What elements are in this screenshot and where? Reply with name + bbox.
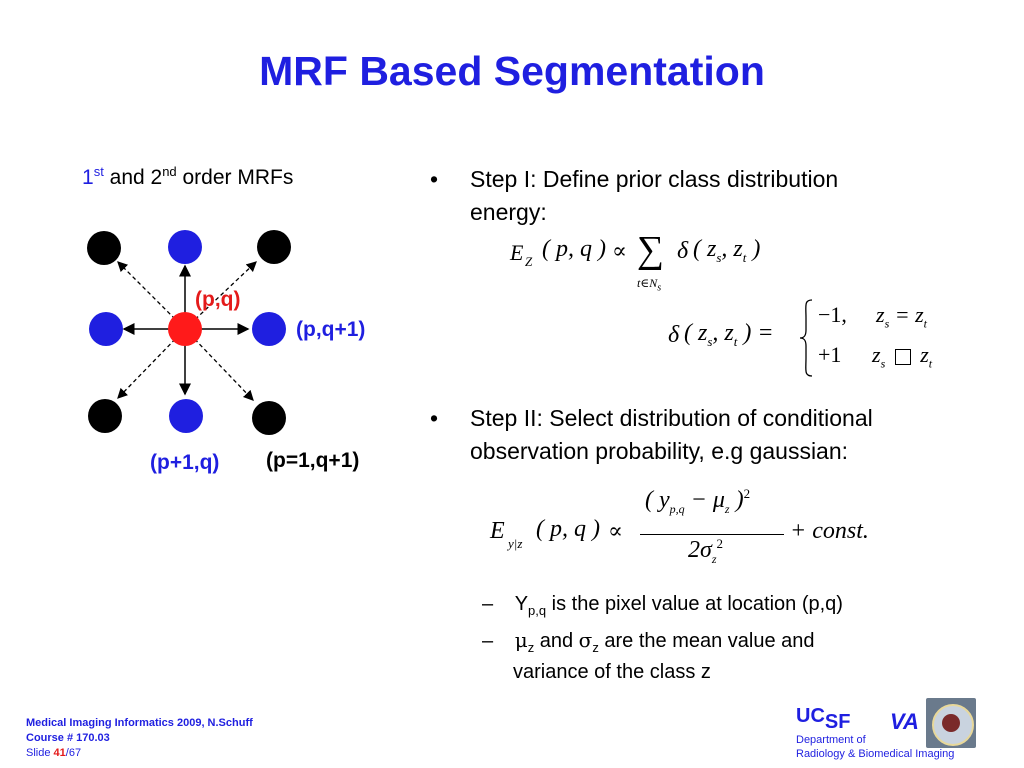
footer: Medical Imaging Informatics 2009, N.Schu…: [26, 716, 253, 761]
sub-bullet-mean-variance-line2: variance of the class z: [513, 661, 711, 683]
eq1-sum: ∑: [637, 229, 665, 271]
node-right: [252, 312, 286, 346]
sub-bullet-pixel-value: – Yp,q is the pixel value at location (p…: [482, 593, 843, 618]
footer-line2: Course # 170.03: [26, 732, 110, 744]
caption-mid: and 2: [103, 166, 163, 189]
label-bottom: (p+1,q): [150, 451, 220, 474]
eq3-denominator: 2σz2: [688, 536, 724, 566]
eq3-prop: ∝: [608, 518, 623, 543]
bullet-text-line1: Step II: Select distribution of conditio…: [470, 405, 873, 431]
eq2-case1-cond: zs = zt: [876, 302, 927, 331]
eq2-case2-value: +1: [818, 342, 842, 367]
eq1-delta: δ: [677, 238, 689, 264]
node-top-right: [257, 230, 291, 264]
ucsf-logo: UCSF: [796, 705, 851, 733]
eq3-args: ( p, q ): [536, 516, 600, 542]
bullet-text-line2: energy:: [470, 199, 547, 225]
node-bottom-right: [252, 401, 286, 435]
node-center: [168, 312, 202, 346]
eq3-lhs-sub: y|z: [508, 536, 523, 551]
eq1-rhs: ( zs, zt ): [693, 236, 761, 265]
missing-glyph-icon: [894, 348, 911, 365]
department-name: Department of Radiology & Biomedical Ima…: [796, 734, 955, 760]
bullet-text-line2: observation probability, e.g gaussian:: [470, 438, 849, 464]
eq1-args: ( p, q ): [542, 236, 606, 262]
bullet-marker: •: [430, 405, 439, 431]
caption-first-sup: st: [93, 164, 104, 179]
slide-number: Slide 41/67: [26, 747, 82, 759]
eq1-lhs: E: [510, 240, 524, 265]
node-bottom-left: [88, 399, 122, 433]
eq3-numerator: ( yp,q − μz )2: [645, 486, 751, 516]
caption-rest: order MRFs: [176, 166, 294, 189]
eq2-args: ( zs, zt ) =: [684, 320, 774, 349]
footer-line1: Medical Imaging Informatics 2009, N.Schu…: [26, 717, 253, 729]
eq2-case2-cond: zs zt: [872, 342, 933, 371]
eq1-sum-sub: t∈Ns: [637, 276, 662, 294]
eq3-tail: + const.: [790, 518, 869, 544]
slide-title: MRF Based Segmentation: [259, 48, 765, 94]
neighborhood-graph: [87, 230, 291, 435]
sub-bullet-mean-variance: – μz and σz are the mean value and: [482, 628, 815, 655]
eq3-lhs: E: [490, 518, 505, 544]
label-diag: (p=1,q+1): [266, 449, 360, 472]
eq1-lhs-sub: Z: [525, 254, 533, 269]
node-left: [89, 312, 123, 346]
equation-prior-energy: E Z ( p, q ) ∝ ∑ t∈Ns δ ( zs, zt ): [510, 229, 800, 302]
bullet-marker: •: [430, 166, 439, 192]
caption-second-sup: nd: [162, 164, 177, 179]
node-top: [168, 230, 202, 264]
va-seal-icon: [926, 698, 976, 748]
eq3-fraction-bar: [640, 534, 784, 535]
eq2-brace: [799, 299, 813, 377]
va-logo: VA: [890, 709, 919, 734]
eq2-lhs: δ: [668, 322, 680, 348]
bullet-step-1: • Step I: Define prior class distributio…: [430, 163, 990, 233]
equation-delta-cases: δ ( zs, zt ) = −1, zs = zt +1 zs zt: [668, 296, 968, 380]
mrf-order-caption: 1st and 2nd order MRFs: [82, 164, 293, 190]
equation-observation-energy: E y|z ( p, q ) ∝ ( yp,q − μz )2 2σz2 + c…: [490, 480, 910, 580]
eq1-prop: ∝: [612, 238, 627, 263]
node-top-left: [87, 231, 121, 265]
bullet-text-line1: Step I: Define prior class distribution: [470, 166, 839, 192]
node-bottom: [169, 399, 203, 433]
label-center: (p,q): [195, 288, 241, 311]
caption-first: 1: [82, 166, 94, 189]
label-right: (p,q+1): [296, 318, 366, 341]
bullet-step-2: • Step II: Select distribution of condit…: [430, 402, 990, 472]
eq2-case1-value: −1,: [818, 302, 847, 327]
